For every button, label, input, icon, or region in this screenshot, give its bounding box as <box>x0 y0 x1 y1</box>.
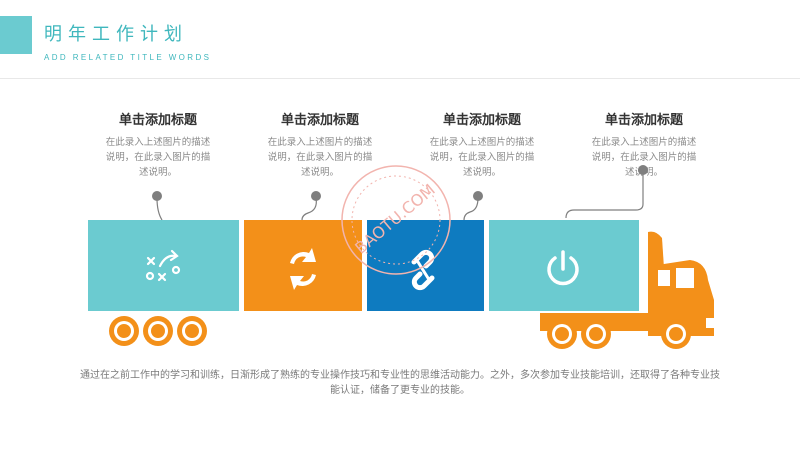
step-2-title[interactable]: 单击添加标题 <box>280 113 359 128</box>
trailer-wheels <box>109 316 207 346</box>
step-3-desc[interactable]: 在此录入上述图片的描述说明，在此录入图片的描述说明。 <box>429 137 535 178</box>
connector-pin-2 <box>301 191 321 221</box>
header-accent-bar <box>0 16 32 54</box>
step-1-title[interactable]: 单击添加标题 <box>118 113 197 128</box>
strategy-icon <box>145 249 181 282</box>
connector-pin-4 <box>565 165 648 219</box>
cargo-box-1 <box>88 220 239 311</box>
cab-wheels <box>547 319 691 349</box>
header-divider <box>0 78 800 79</box>
step-4-title[interactable]: 单击添加标题 <box>604 113 683 128</box>
watermark-text: BAOTU.COM <box>351 180 439 258</box>
step-1-desc[interactable]: 在此录入上述图片的描述说明，在此录入图片的描述说明。 <box>105 137 211 178</box>
connector-pin-1 <box>152 191 163 221</box>
step-3-title[interactable]: 单击添加标题 <box>442 113 521 128</box>
connector-pin-3 <box>463 191 483 221</box>
cargo-box-2 <box>244 220 362 311</box>
refresh-icon <box>290 248 316 290</box>
power-icon <box>547 250 579 286</box>
watermark-stamp: BAOTU.COM <box>341 165 451 275</box>
page-subtitle: ADD RELATED TITLE WORDS <box>44 53 212 62</box>
summary-text[interactable]: 通过在之前工作中的学习和训练，日渐形成了熟练的专业操作技巧和专业性的思维活动能力… <box>80 370 720 396</box>
page-title: 明年工作计划 <box>44 24 188 45</box>
step-2-desc[interactable]: 在此录入上述图片的描述说明，在此录入图片的描述说明。 <box>267 137 373 178</box>
